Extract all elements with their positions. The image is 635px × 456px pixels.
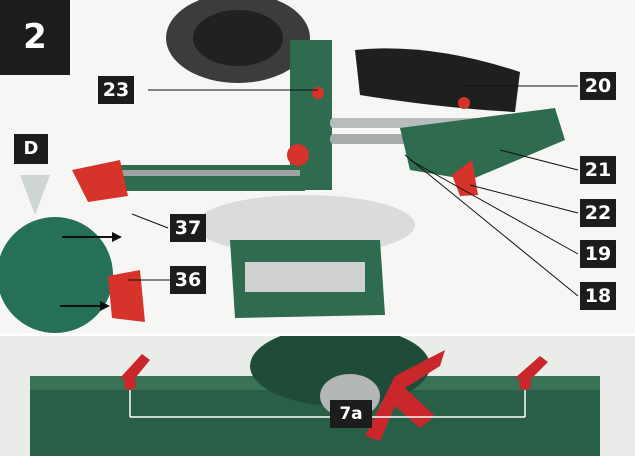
detail-pointer: [20, 175, 50, 215]
red-knob-upper: [312, 87, 324, 99]
panel-divider: [0, 333, 635, 336]
callout-7a: 7a: [330, 400, 372, 428]
detail-inset: [0, 217, 113, 333]
callout-18: 18: [580, 282, 616, 310]
callout-22: 22: [580, 199, 616, 227]
callout-19: 19: [580, 240, 616, 268]
callout-37: 37: [170, 214, 206, 242]
arrow-head-top: [112, 232, 122, 242]
main-figure-panel: 2 D 23 20 21 22 19 18 37 36: [0, 0, 635, 333]
left-red-handle: [72, 160, 128, 202]
rail-holder: [400, 108, 565, 180]
red-knob-center: [287, 144, 309, 166]
closeup-illustration: [30, 336, 600, 456]
red-locking-star: [365, 350, 445, 441]
motor-housing: [193, 10, 283, 66]
figure-number: 2: [0, 0, 70, 75]
base-plate: [245, 262, 365, 292]
closeup-figure-panel: 7a: [0, 336, 635, 456]
callout-36: 36: [170, 266, 206, 294]
dust-bag: [355, 48, 520, 112]
detail-label: D: [14, 134, 48, 164]
left-red-clamp: [120, 354, 150, 382]
arrow-head-bottom: [100, 301, 110, 311]
leader-22: [469, 184, 579, 214]
turntable-closeup: [250, 336, 430, 406]
left-extension: [115, 165, 305, 191]
callout-23: 23: [98, 76, 134, 104]
right-clamp-knob: [519, 378, 531, 390]
saw-illustration: [0, 0, 579, 333]
right-red-clamp: [515, 356, 548, 382]
left-extension-rail: [120, 170, 300, 176]
callout-21: 21: [580, 156, 616, 184]
callout-20: 20: [580, 72, 616, 100]
leader-18: [404, 154, 579, 297]
left-clamp-knob: [124, 378, 136, 390]
leader-37: [131, 213, 169, 229]
leader-21: [499, 149, 579, 171]
leader-19: [409, 159, 579, 255]
detail-red-lever: [108, 270, 145, 322]
red-knob-right: [458, 97, 470, 109]
